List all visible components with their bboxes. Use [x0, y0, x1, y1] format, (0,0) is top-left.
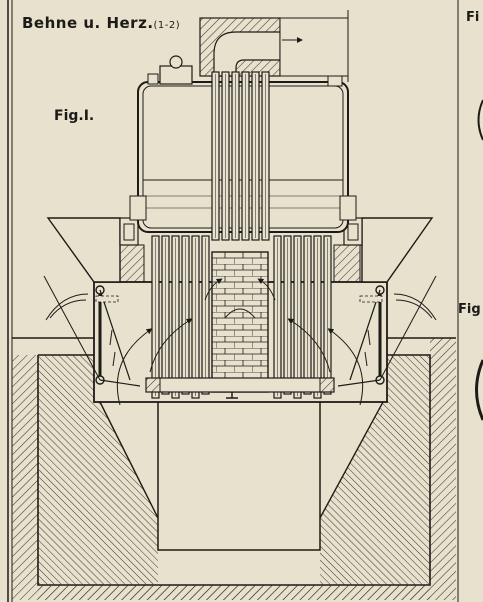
- ash-chamber: [99, 399, 384, 551]
- right-damper-doors: [337, 275, 437, 387]
- adjacent-figure-fragment-bottom: [475, 359, 483, 421]
- grate: [145, 377, 335, 399]
- right-figure-label-top: Fi: [466, 10, 480, 25]
- boiler-tubes-upper: [211, 71, 270, 241]
- left-damper-doors: [43, 275, 141, 387]
- right-figure-label-middle: Fig: [458, 302, 481, 317]
- left-border: [7, 0, 13, 602]
- author-name: Behne u. Herz.: [22, 14, 154, 32]
- ground-pit: [12, 337, 456, 600]
- author-title: Behne u. Herz.(1-2): [22, 14, 180, 32]
- boiler-tubes-lower: [151, 235, 332, 399]
- flue-pipe: [199, 10, 349, 82]
- airflow-arrows: [116, 278, 364, 406]
- brick-column: [211, 251, 269, 393]
- figure-1-label: Fig.I.: [54, 108, 95, 124]
- adjacent-figure-fragment-top: [477, 99, 483, 141]
- plate-reference: (1-2): [153, 20, 181, 31]
